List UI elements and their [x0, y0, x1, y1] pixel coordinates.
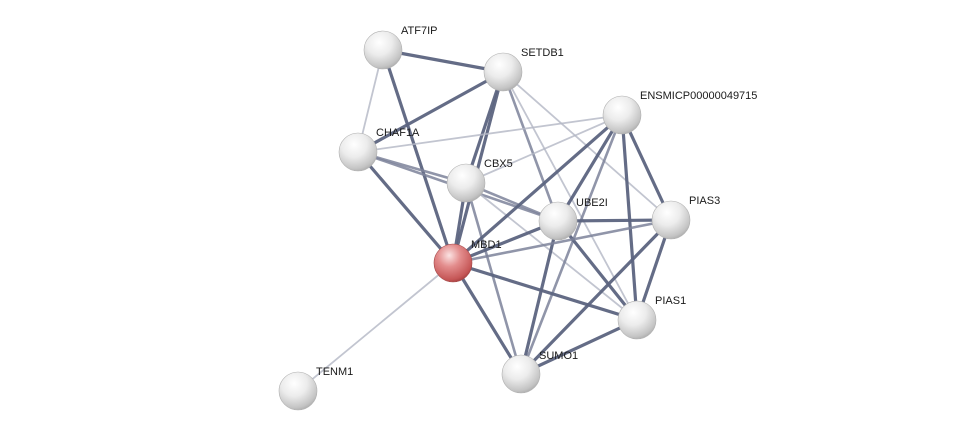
node-circle-cbx5[interactable]	[446, 163, 486, 203]
node-atf7ip[interactable]: ATF7IP	[363, 25, 437, 70]
node-circle-pias1[interactable]	[617, 300, 657, 340]
node-circle-atf7ip[interactable]	[363, 30, 403, 70]
edge-setdb1-chaf1a[interactable]	[356, 70, 505, 154]
edge-ube2i-sumo1[interactable]	[519, 219, 560, 376]
node-ensmicp[interactable]: ENSMICP00000049715	[602, 90, 757, 135]
node-label-pias1: PIAS1	[655, 295, 686, 307]
edge-cbx5-sumo1[interactable]	[464, 181, 523, 376]
node-label-ube2i: UBE2I	[576, 197, 608, 209]
node-pias3[interactable]: PIAS3	[651, 195, 720, 240]
node-setdb1[interactable]: SETDB1	[483, 47, 564, 92]
node-cbx5[interactable]: CBX5	[446, 158, 513, 203]
node-circle-pias3[interactable]	[651, 200, 691, 240]
edge-pias3-sumo1[interactable]	[519, 218, 673, 376]
node-label-mbd1: MBD1	[471, 239, 502, 251]
edge-ube2i-pias1[interactable]	[556, 219, 639, 322]
node-label-tenm1: TENM1	[316, 366, 353, 378]
edge-ensmicp-pias3[interactable]	[620, 113, 673, 222]
node-label-ensmicp: ENSMICP00000049715	[640, 90, 757, 102]
node-label-sumo1: SUMO1	[539, 350, 578, 362]
edge-setdb1-ube2i[interactable]	[501, 70, 560, 223]
edges-layer	[297, 48, 673, 392]
node-circle-sumo1[interactable]	[501, 354, 541, 394]
node-label-pias3: PIAS3	[689, 195, 720, 207]
edge-mbd1-pias1[interactable]	[451, 261, 639, 322]
edge-chaf1a-mbd1[interactable]	[356, 150, 455, 265]
node-circle-ensmicp[interactable]	[602, 95, 642, 135]
edge-cbx5-ensmicp[interactable]	[465, 114, 623, 184]
node-label-setdb1: SETDB1	[521, 47, 564, 59]
edge-ensmicp-ube2i[interactable]	[556, 113, 624, 223]
edge-mbd1-sumo1[interactable]	[451, 261, 523, 376]
edge-chaf1a-ensmicp[interactable]	[357, 114, 623, 153]
edge-atf7ip-mbd1[interactable]	[381, 48, 455, 265]
edge-ensmicp-sumo1[interactable]	[519, 113, 624, 376]
node-circle-tenm1[interactable]	[278, 371, 318, 411]
node-circle-mbd1[interactable]	[433, 243, 473, 283]
edge-setdb1-mbd1[interactable]	[451, 70, 505, 265]
node-label-atf7ip: ATF7IP	[401, 25, 437, 37]
edge-atf7ip-setdb1[interactable]	[381, 48, 505, 74]
edge-mbd1-tenm1[interactable]	[297, 262, 454, 392]
node-circle-chaf1a[interactable]	[338, 132, 378, 172]
node-sumo1[interactable]: SUMO1	[501, 350, 578, 394]
node-tenm1[interactable]: TENM1	[278, 366, 353, 411]
node-circle-setdb1[interactable]	[483, 52, 523, 92]
node-pias1[interactable]: PIAS1	[617, 295, 686, 340]
node-label-cbx5: CBX5	[484, 158, 513, 170]
edge-ensmicp-pias1[interactable]	[620, 113, 639, 322]
edge-ensmicp-mbd1[interactable]	[451, 113, 624, 265]
node-label-chaf1a: CHAF1A	[376, 127, 420, 139]
node-ube2i[interactable]: UBE2I	[538, 197, 608, 241]
node-chaf1a[interactable]: CHAF1A	[338, 127, 420, 172]
node-circle-ube2i[interactable]	[538, 201, 578, 241]
edge-pias3-mbd1[interactable]	[451, 218, 673, 265]
edge-pias1-sumo1[interactable]	[519, 318, 639, 376]
node-mbd1[interactable]: MBD1	[433, 239, 502, 283]
